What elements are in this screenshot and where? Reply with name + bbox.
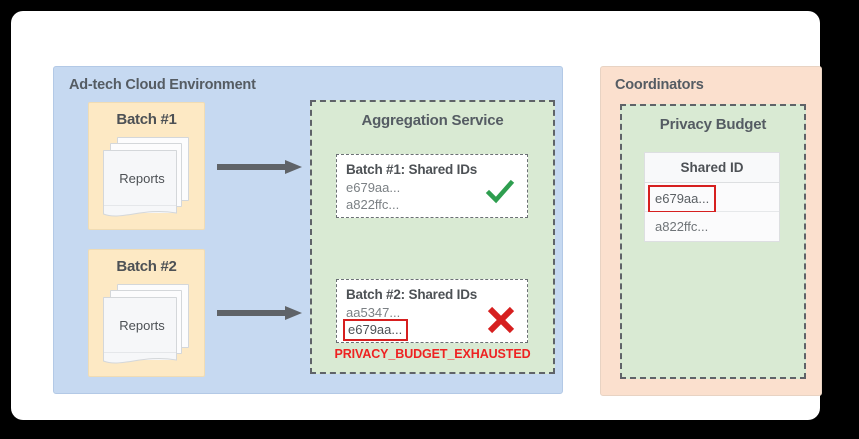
- privacy-budget-row-highlighted-id: e679aa...: [648, 185, 717, 213]
- aggregation-entry-batch-2: Batch #2: Shared IDs aa5347... e679aa...: [336, 279, 528, 343]
- adtech-cloud-environment-panel: Ad-tech Cloud Environment Batch #1 Repor…: [53, 66, 563, 394]
- arrow-batch1-to-aggregation: [217, 160, 302, 174]
- coordinators-panel: Coordinators Privacy Budget Shared ID e6…: [600, 66, 822, 396]
- privacy-budget-title: Privacy Budget: [659, 116, 767, 133]
- aggregation-entry-2-id-highlighted: e679aa...: [343, 319, 409, 341]
- batch-2-reports-stack: Reports: [103, 284, 191, 366]
- green-check-icon: [485, 179, 515, 204]
- privacy-budget-box: Privacy Budget Shared ID e679aa... a822f…: [620, 104, 806, 379]
- batch-2-title: Batch #2: [116, 258, 177, 275]
- coordinators-panel-title: Coordinators: [615, 77, 704, 93]
- report-page-curl-icon: [103, 205, 177, 217]
- arrow-batch2-to-aggregation: [217, 306, 302, 320]
- report-page-curl-icon: [103, 352, 177, 364]
- table-row: a822ffc...: [645, 212, 779, 241]
- privacy-budget-exhausted-error: PRIVACY_BUDGET_EXHAUSTED: [334, 347, 531, 361]
- aggregation-service-title: Aggregation Service: [361, 112, 504, 129]
- privacy-budget-table: Shared ID e679aa... a822ffc...: [644, 152, 780, 242]
- aggregation-entry-1-id-second: a822ffc...: [346, 197, 400, 212]
- aggregation-entry-1-title: Batch #1: Shared IDs: [346, 162, 478, 177]
- batch-1-title: Batch #1: [116, 111, 177, 128]
- aggregation-entry-batch-1: Batch #1: Shared IDs e679aa... a822ffc..…: [336, 154, 528, 218]
- aggregation-service-box: Aggregation Service Batch #1: Shared IDs…: [310, 100, 555, 374]
- batch-1-box: Batch #1 Reports: [88, 102, 205, 230]
- aggregation-entry-2-id-first: aa5347...: [346, 305, 401, 320]
- batch-1-reports-label: Reports: [119, 171, 165, 186]
- batch-2-box: Batch #2 Reports: [88, 249, 205, 377]
- batch-2-reports-label: Reports: [119, 318, 165, 333]
- red-x-icon: [487, 306, 515, 334]
- adtech-panel-title: Ad-tech Cloud Environment: [69, 77, 256, 93]
- aggregation-entry-1-id-first: e679aa...: [346, 180, 401, 195]
- table-row: e679aa...: [645, 183, 779, 213]
- batch-1-reports-stack: Reports: [103, 137, 191, 219]
- aggregation-entry-2-title: Batch #2: Shared IDs: [346, 287, 478, 302]
- report-document-icon: [103, 297, 177, 360]
- report-document-icon: [103, 150, 177, 213]
- privacy-budget-table-header-shared-id: Shared ID: [645, 153, 779, 183]
- diagram-card: Ad-tech Cloud Environment Batch #1 Repor…: [11, 11, 822, 420]
